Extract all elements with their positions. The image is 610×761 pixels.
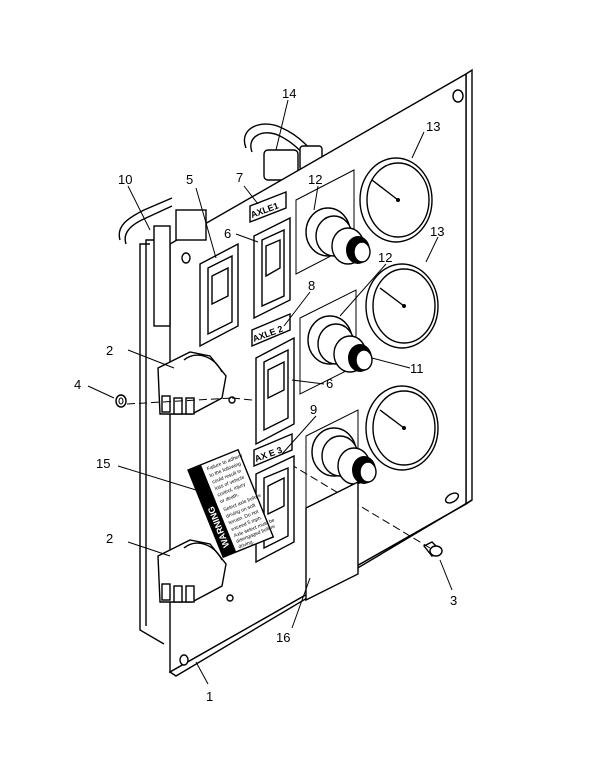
rear-bracket xyxy=(118,197,207,645)
callout-16: 16 xyxy=(276,630,290,645)
rocker-switch-6-middle xyxy=(255,336,295,446)
callout-5: 5 xyxy=(186,172,193,187)
screw xyxy=(422,541,443,557)
callout-12-upper: 12 xyxy=(308,172,322,187)
callout-15: 15 xyxy=(96,456,110,471)
gauge-middle xyxy=(365,263,439,349)
leader-lines xyxy=(87,99,453,685)
callout-10: 10 xyxy=(118,172,132,187)
callouts: 1 2 2 3 4 5 6 6 7 8 9 10 11 12 12 13 13 … xyxy=(74,86,457,704)
dimmer-knob-upper xyxy=(295,169,371,275)
cover-plate xyxy=(305,480,359,602)
terminal-block-lower xyxy=(157,539,227,603)
terminal-block-upper xyxy=(157,351,227,415)
callout-6-middle: 6 xyxy=(326,376,333,391)
callout-4: 4 xyxy=(74,377,81,392)
callout-6-upper: 6 xyxy=(224,226,231,241)
callout-12-middle: 12 xyxy=(378,250,392,265)
gauge-upper xyxy=(359,157,433,243)
callout-1: 1 xyxy=(206,689,213,704)
rocker-switch-5 xyxy=(199,242,239,348)
callout-13-upper: 13 xyxy=(426,119,440,134)
rocker-switch-6-upper xyxy=(253,216,291,320)
callout-2-lower: 2 xyxy=(106,531,113,546)
callout-8: 8 xyxy=(308,278,315,293)
warning-line: driving. xyxy=(238,539,255,551)
gauge-lower xyxy=(365,385,439,471)
callout-9: 9 xyxy=(310,402,317,417)
washer xyxy=(115,394,127,408)
dimmer-knob-middle xyxy=(299,289,373,395)
callout-11: 11 xyxy=(410,361,424,376)
callout-3: 3 xyxy=(450,593,457,608)
callout-13-middle: 13 xyxy=(430,224,444,239)
dimmer-knob-lower xyxy=(305,409,377,509)
callout-2-upper: 2 xyxy=(106,343,113,358)
callout-7: 7 xyxy=(236,170,243,185)
callout-14: 14 xyxy=(282,86,296,101)
